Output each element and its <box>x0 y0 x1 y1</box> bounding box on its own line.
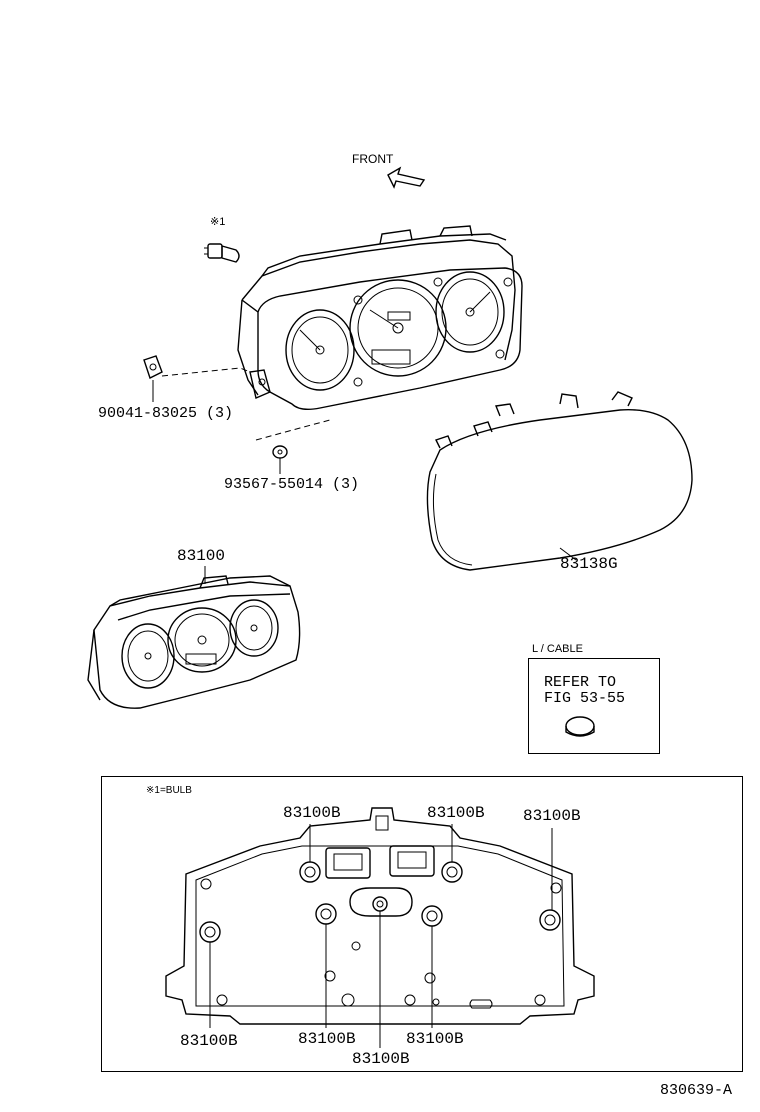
bulb-bottom-mid-right-label: 83100B <box>406 1030 464 1048</box>
instrument-cluster-assembly <box>87 575 301 709</box>
bulb-bottom-mid-left-label: 83100B <box>298 1030 356 1048</box>
bulb-top-mid-label: 83100B <box>427 804 485 822</box>
instrument-cluster-upper <box>237 225 523 411</box>
part-screw-label: 90041-83025 (3) <box>98 405 234 422</box>
figure-number-label: 830639-A <box>660 1082 733 1099</box>
refer-line2-label: FIG 53-55 <box>544 690 626 707</box>
part-cluster-label: 83100 <box>177 547 226 565</box>
cable-cap-icon <box>565 716 595 737</box>
part-lens-label: 83138G <box>560 555 618 573</box>
part-washer-label: 93567-55014 (3) <box>224 476 360 493</box>
bulb-bottom-center-label: 83100B <box>352 1050 410 1068</box>
bulb-icon <box>204 243 240 263</box>
bulb-top-right-label: 83100B <box>523 807 581 825</box>
refer-line1-label: REFER TO <box>544 674 617 691</box>
washer-icon <box>272 445 288 459</box>
front-label: FRONT <box>352 152 394 166</box>
bulb-legend-label: ※1=BULB <box>146 785 192 796</box>
cable-reference-box <box>528 658 660 754</box>
bulb-bottom-left-label: 83100B <box>180 1032 238 1050</box>
front-arrow-icon <box>387 166 426 189</box>
cable-title-label: L / CABLE <box>532 643 583 655</box>
bulb-mark-label: ※1 <box>210 216 226 228</box>
bulb-detail-box <box>101 776 743 1072</box>
cluster-lens <box>426 391 693 571</box>
screw-icon <box>143 355 163 379</box>
bulb-top-left-label: 83100B <box>283 804 341 822</box>
cluster-rear-view <box>165 807 595 1025</box>
